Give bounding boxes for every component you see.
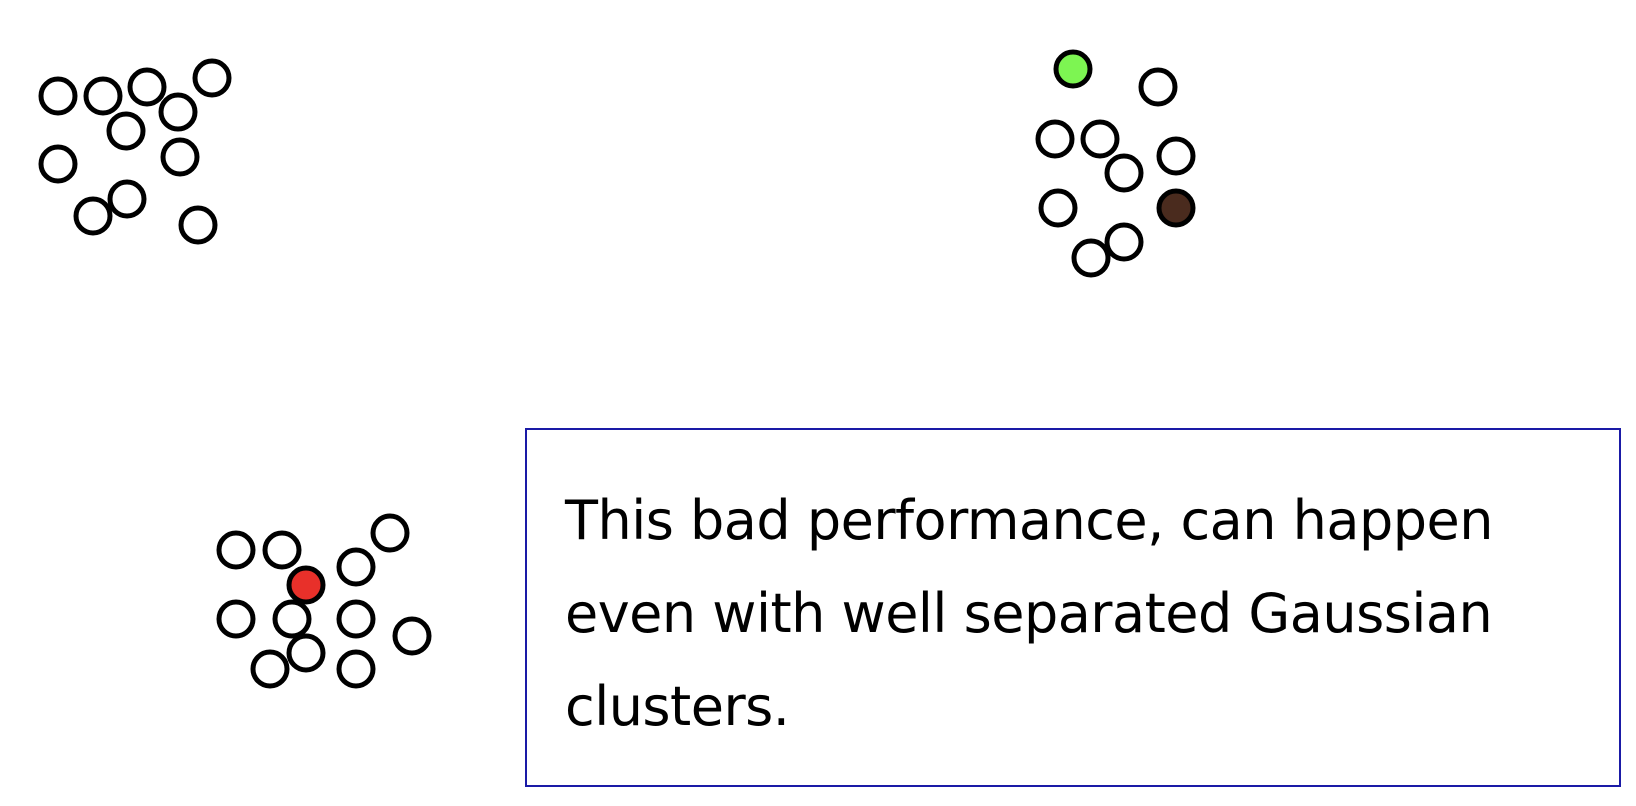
data-point [158,92,198,132]
data-point [336,547,376,587]
data-point [127,67,167,107]
red-center-point [286,565,326,605]
data-point [192,58,232,98]
data-point [160,137,200,177]
explanation-text: This bad performance, can happen even wi… [565,489,1493,738]
data-point [272,599,312,639]
explanation-box: This bad performance, can happen even wi… [525,428,1621,787]
data-point [1156,136,1196,176]
data-point [1104,153,1144,193]
data-point [178,205,218,245]
data-point [1138,67,1178,107]
cluster-top-right [1035,49,1196,278]
data-point [262,530,302,570]
data-point [1071,238,1111,278]
data-point [286,633,326,673]
data-point [38,76,78,116]
cluster-bottom-left [216,513,432,689]
data-point [1104,222,1144,262]
brown-center-point [1156,188,1196,228]
cluster-top-left [38,58,232,245]
data-point [1035,119,1075,159]
data-point [216,530,256,570]
data-point [1038,188,1078,228]
data-point [336,649,376,689]
data-point [250,649,290,689]
data-point [106,111,146,151]
data-point [107,179,147,219]
data-point [73,196,113,236]
data-point [83,76,123,116]
green-center-point [1053,49,1093,89]
data-point [216,599,256,639]
data-point [370,513,410,553]
data-point [38,144,78,184]
data-point [336,599,376,639]
data-point [392,616,432,656]
data-point [1080,119,1120,159]
